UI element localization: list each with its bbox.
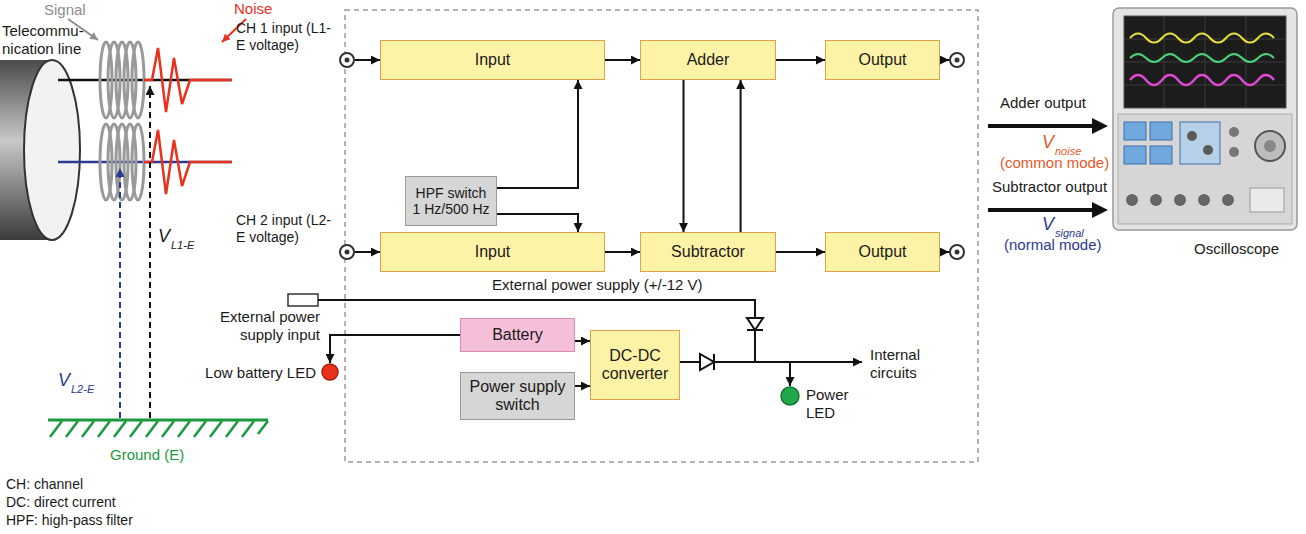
part-name: Low battery LED xyxy=(196,364,316,382)
bnc-connector xyxy=(340,53,964,259)
node-text: Battery xyxy=(492,326,543,344)
converter-block: DC-DC converter xyxy=(590,330,680,400)
ground-symbol xyxy=(48,420,268,437)
node-text: Subtractor xyxy=(671,243,745,261)
part-name: Ground (E) xyxy=(110,446,184,464)
voltage-symbol: V xyxy=(1042,132,1054,154)
signal-connector xyxy=(776,59,825,61)
part-name: Telecommu- nication line xyxy=(2,22,94,58)
voltage-subscript: L2-E xyxy=(71,383,94,396)
adder-block: Adder xyxy=(640,40,776,80)
subtractor-block: Subtractor xyxy=(640,232,776,272)
power-led xyxy=(781,387,799,405)
signal-connector xyxy=(497,80,578,188)
input-label: CH 1 input (L1-E voltage) xyxy=(236,20,340,54)
voltage-arrow xyxy=(119,168,121,418)
battery-box: Battery xyxy=(460,318,575,352)
node-text: Output xyxy=(858,243,906,261)
signal-connector xyxy=(605,59,640,61)
switch-box: Power supply switch xyxy=(460,372,575,420)
output-label: Adder output xyxy=(1000,94,1086,112)
input-block: Input xyxy=(380,232,605,272)
signal-connector xyxy=(497,214,578,232)
callout-label: Signal xyxy=(44,1,86,19)
output-label: Subtractor output xyxy=(992,178,1107,196)
voltage-arrow xyxy=(149,86,151,418)
node-text: Input xyxy=(475,243,511,261)
node-text: HPF switch 1 Hz/500 Hz xyxy=(412,185,490,217)
device-outline xyxy=(345,10,978,462)
signal-connector xyxy=(575,340,590,342)
voltage-symbol: V xyxy=(58,370,70,392)
oscilloscope-picture xyxy=(1113,8,1297,230)
part-name: Power LED xyxy=(806,386,862,422)
voltage-symbol: V xyxy=(158,226,170,248)
node-text: Adder xyxy=(687,51,730,69)
input-block: Input xyxy=(380,40,605,80)
node-text: Input xyxy=(475,51,511,69)
part-name: Oscilloscope xyxy=(1194,240,1279,258)
telecom-cable xyxy=(0,60,80,240)
callout-label: Noise xyxy=(234,0,272,18)
mode-label: (normal mode) xyxy=(1004,236,1102,254)
input-label: CH 2 input (L2-E voltage) xyxy=(236,212,340,246)
voltage-symbol: V xyxy=(1042,214,1054,236)
switch-box: HPF switch 1 Hz/500 Hz xyxy=(405,176,497,226)
power-wire xyxy=(288,294,862,386)
output-block: Output xyxy=(825,232,940,272)
voltage-subscript: L1-E xyxy=(171,239,194,252)
signal-connector xyxy=(575,385,590,387)
signal-name: External power supply (+/-12 V) xyxy=(492,276,703,294)
abbreviation-note: DC: direct current xyxy=(6,494,116,511)
battery-led xyxy=(322,364,338,380)
signal-connector xyxy=(776,251,825,253)
line-l2 xyxy=(58,124,232,200)
io-wire xyxy=(355,60,949,252)
signal-connector xyxy=(605,251,640,253)
abbreviation-note: CH: channel xyxy=(6,476,83,493)
output-block: Output xyxy=(825,40,940,80)
node-text: DC-DC converter xyxy=(597,347,673,384)
part-name: External power supply input xyxy=(180,308,320,344)
node-text: Power supply switch xyxy=(467,378,568,415)
signal-name: Internal circuits xyxy=(870,346,950,382)
signal-connector xyxy=(740,80,742,232)
line-l1 xyxy=(58,42,232,118)
node-text: Output xyxy=(858,51,906,69)
signal-connector xyxy=(683,80,685,232)
mode-label: (common mode) xyxy=(1000,154,1109,172)
abbreviation-note: HPF: high-pass filter xyxy=(6,512,133,529)
